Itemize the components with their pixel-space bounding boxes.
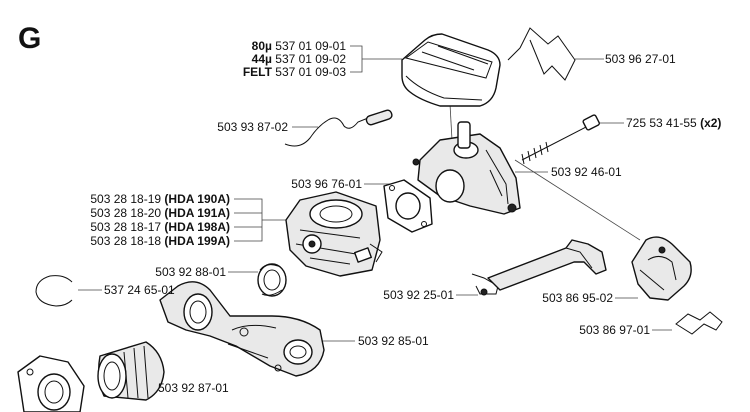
flange-plate-drawing xyxy=(17,355,85,412)
carburetor-variant-1: 503 28 18-19 (HDA 190A) xyxy=(90,192,230,206)
carburetor-variant-4: 503 28 18-18 (HDA 199A) xyxy=(90,234,230,248)
gasket-drawing xyxy=(383,179,433,233)
part-label-spring: 503 86 97-01 xyxy=(579,323,650,337)
air-filter-drawing xyxy=(401,33,501,107)
throttle-link-drawing xyxy=(471,273,499,296)
carburetor-variant-3: 503 28 18-17 (HDA 198A) xyxy=(90,220,230,234)
filter-variant-2: 44µ 537 01 09-02 xyxy=(252,52,347,66)
wire-clip-drawing xyxy=(507,27,576,81)
part-label-screw: 725 53 41-55 (x2) xyxy=(626,116,721,130)
lever-drawing xyxy=(487,239,607,291)
part-label-rod: 503 93 87-02 xyxy=(217,120,288,134)
filter-variant-1: 80µ 537 01 09-01 xyxy=(252,39,347,53)
leader-lines xyxy=(78,45,672,379)
carburetor-drawing xyxy=(285,191,383,277)
part-label-link: 503 92 25-01 xyxy=(383,288,454,302)
choke-rod-drawing xyxy=(284,109,393,147)
bellows-drawing xyxy=(97,341,165,401)
screw-drawing xyxy=(521,114,600,165)
carburetor-variant-2: 503 28 18-20 (HDA 191A) xyxy=(90,206,230,220)
part-label-intake: 503 92 85-01 xyxy=(358,334,429,348)
intake-manifold-drawing xyxy=(159,281,325,377)
part-label-adapter: 503 92 46-01 xyxy=(551,165,622,179)
section-letter: G xyxy=(18,22,41,55)
part-label-gasket: 503 96 76-01 xyxy=(291,177,362,191)
part-label-circlip: 537 24 65-01 xyxy=(104,283,175,297)
part-label-collar-ring: 503 92 88-01 xyxy=(155,265,226,279)
circlip-drawing xyxy=(35,275,73,307)
spring-drawing xyxy=(675,311,723,335)
part-label-bellows: 503 92 87-01 xyxy=(158,381,229,395)
adapter-drawing xyxy=(412,121,521,215)
filter-variant-3: FELT 537 01 09-03 xyxy=(243,65,347,79)
collar-ring-drawing xyxy=(257,263,287,297)
throttle-cover-drawing xyxy=(631,236,692,301)
part-label-clip: 503 96 27-01 xyxy=(605,52,676,66)
part-label-lever: 503 86 95-02 xyxy=(542,291,613,305)
